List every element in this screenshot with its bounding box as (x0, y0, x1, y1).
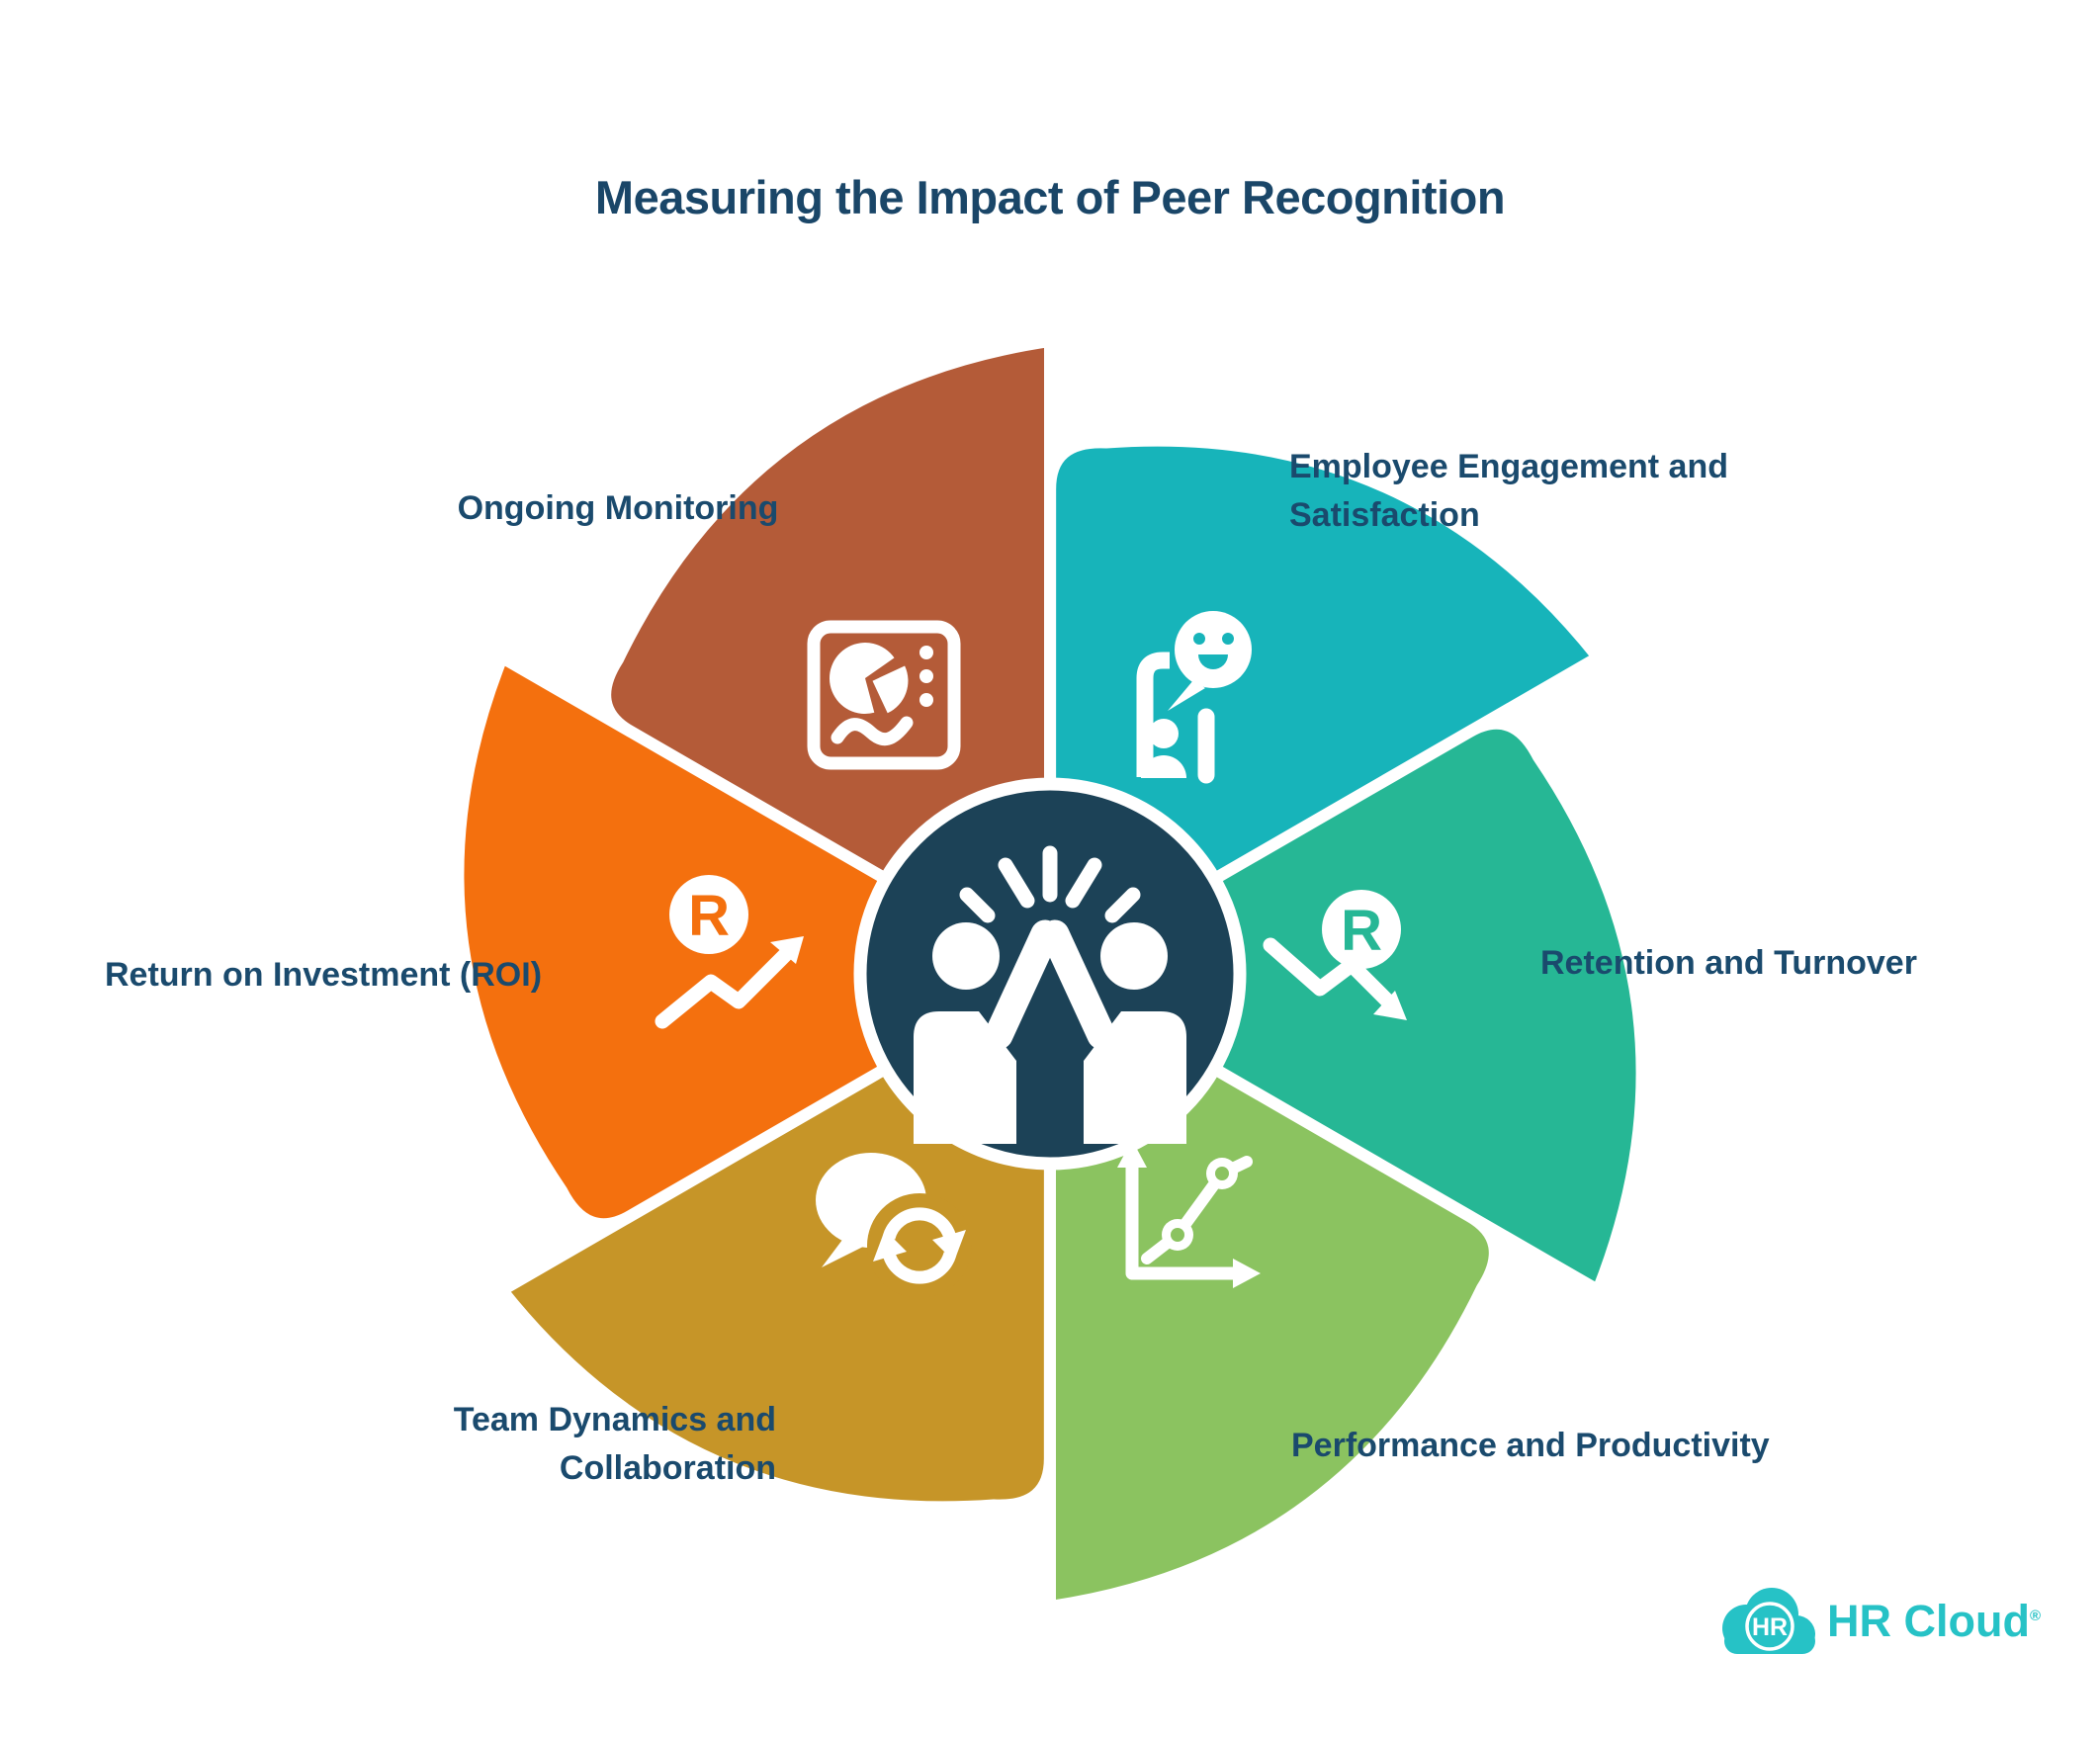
label-ongoing-monitoring: Ongoing Monitoring (415, 484, 821, 533)
segment-performance-productivity (1044, 1037, 1501, 1612)
logo-trademark: ® (2029, 1608, 2042, 1624)
hr-badge-ring (1745, 1602, 1794, 1651)
label-line: Performance and Productivity (1291, 1427, 1770, 1464)
label-team-dynamics: Team Dynamics and Collaboration (381, 1396, 776, 1493)
retention-letter: R (1341, 899, 1382, 963)
chart-node-hole (1215, 1167, 1229, 1180)
smiley-eye (1222, 633, 1234, 645)
page-title: Measuring the Impact of Peer Recognition (594, 171, 1506, 223)
label-line: Retention and Turnover (1540, 944, 1917, 982)
chat-sync-icon (816, 1153, 972, 1298)
chart-node-hole (1171, 1228, 1184, 1242)
hr-cloud-logo-icon: HR (1722, 1588, 1815, 1654)
high-five-icon (914, 845, 1186, 1144)
label-line: Return on Investment (ROI) (105, 956, 543, 994)
logo-name: HR Cloud (1827, 1596, 2030, 1646)
person-feedback-smiley-icon (1136, 611, 1252, 784)
dashboard-pie-icon (807, 620, 961, 770)
center-hub (853, 777, 1247, 1171)
hr-badge-text: HR (1752, 1613, 1788, 1641)
label-line: Collaboration (559, 1448, 776, 1487)
label-line: Team Dynamics and (453, 1401, 776, 1438)
label-line: Ongoing Monitoring (457, 489, 779, 527)
segment-retention-turnover (1164, 717, 1648, 1296)
hr-cloud-wordmark: HR Cloud® (1827, 1596, 2041, 1647)
label-retention-turnover: Retention and Turnover (1540, 939, 2015, 988)
recognition-wheel: R R (452, 335, 1648, 1612)
smiley-mouth (1198, 654, 1228, 669)
roi-rising-arrow-icon: R (655, 875, 804, 1029)
label-employee-engagement: Employee Engagement and Satisfaction (1289, 443, 1843, 540)
roi-letter: R (688, 884, 730, 948)
smiley-eye (1193, 633, 1205, 645)
label-roi: Return on Investment (ROI) (105, 951, 619, 1000)
label-line: Employee Engagement and (1289, 448, 1728, 485)
retention-decline-arrow-icon: R (1263, 890, 1407, 1020)
growth-chart-axes-icon (1117, 1140, 1261, 1288)
segment-team-dynamics (495, 1037, 1056, 1514)
segment-employee-engagement (1044, 434, 1605, 911)
label-line: Satisfaction (1289, 495, 1480, 534)
label-performance-productivity: Performance and Productivity (1291, 1422, 1845, 1470)
